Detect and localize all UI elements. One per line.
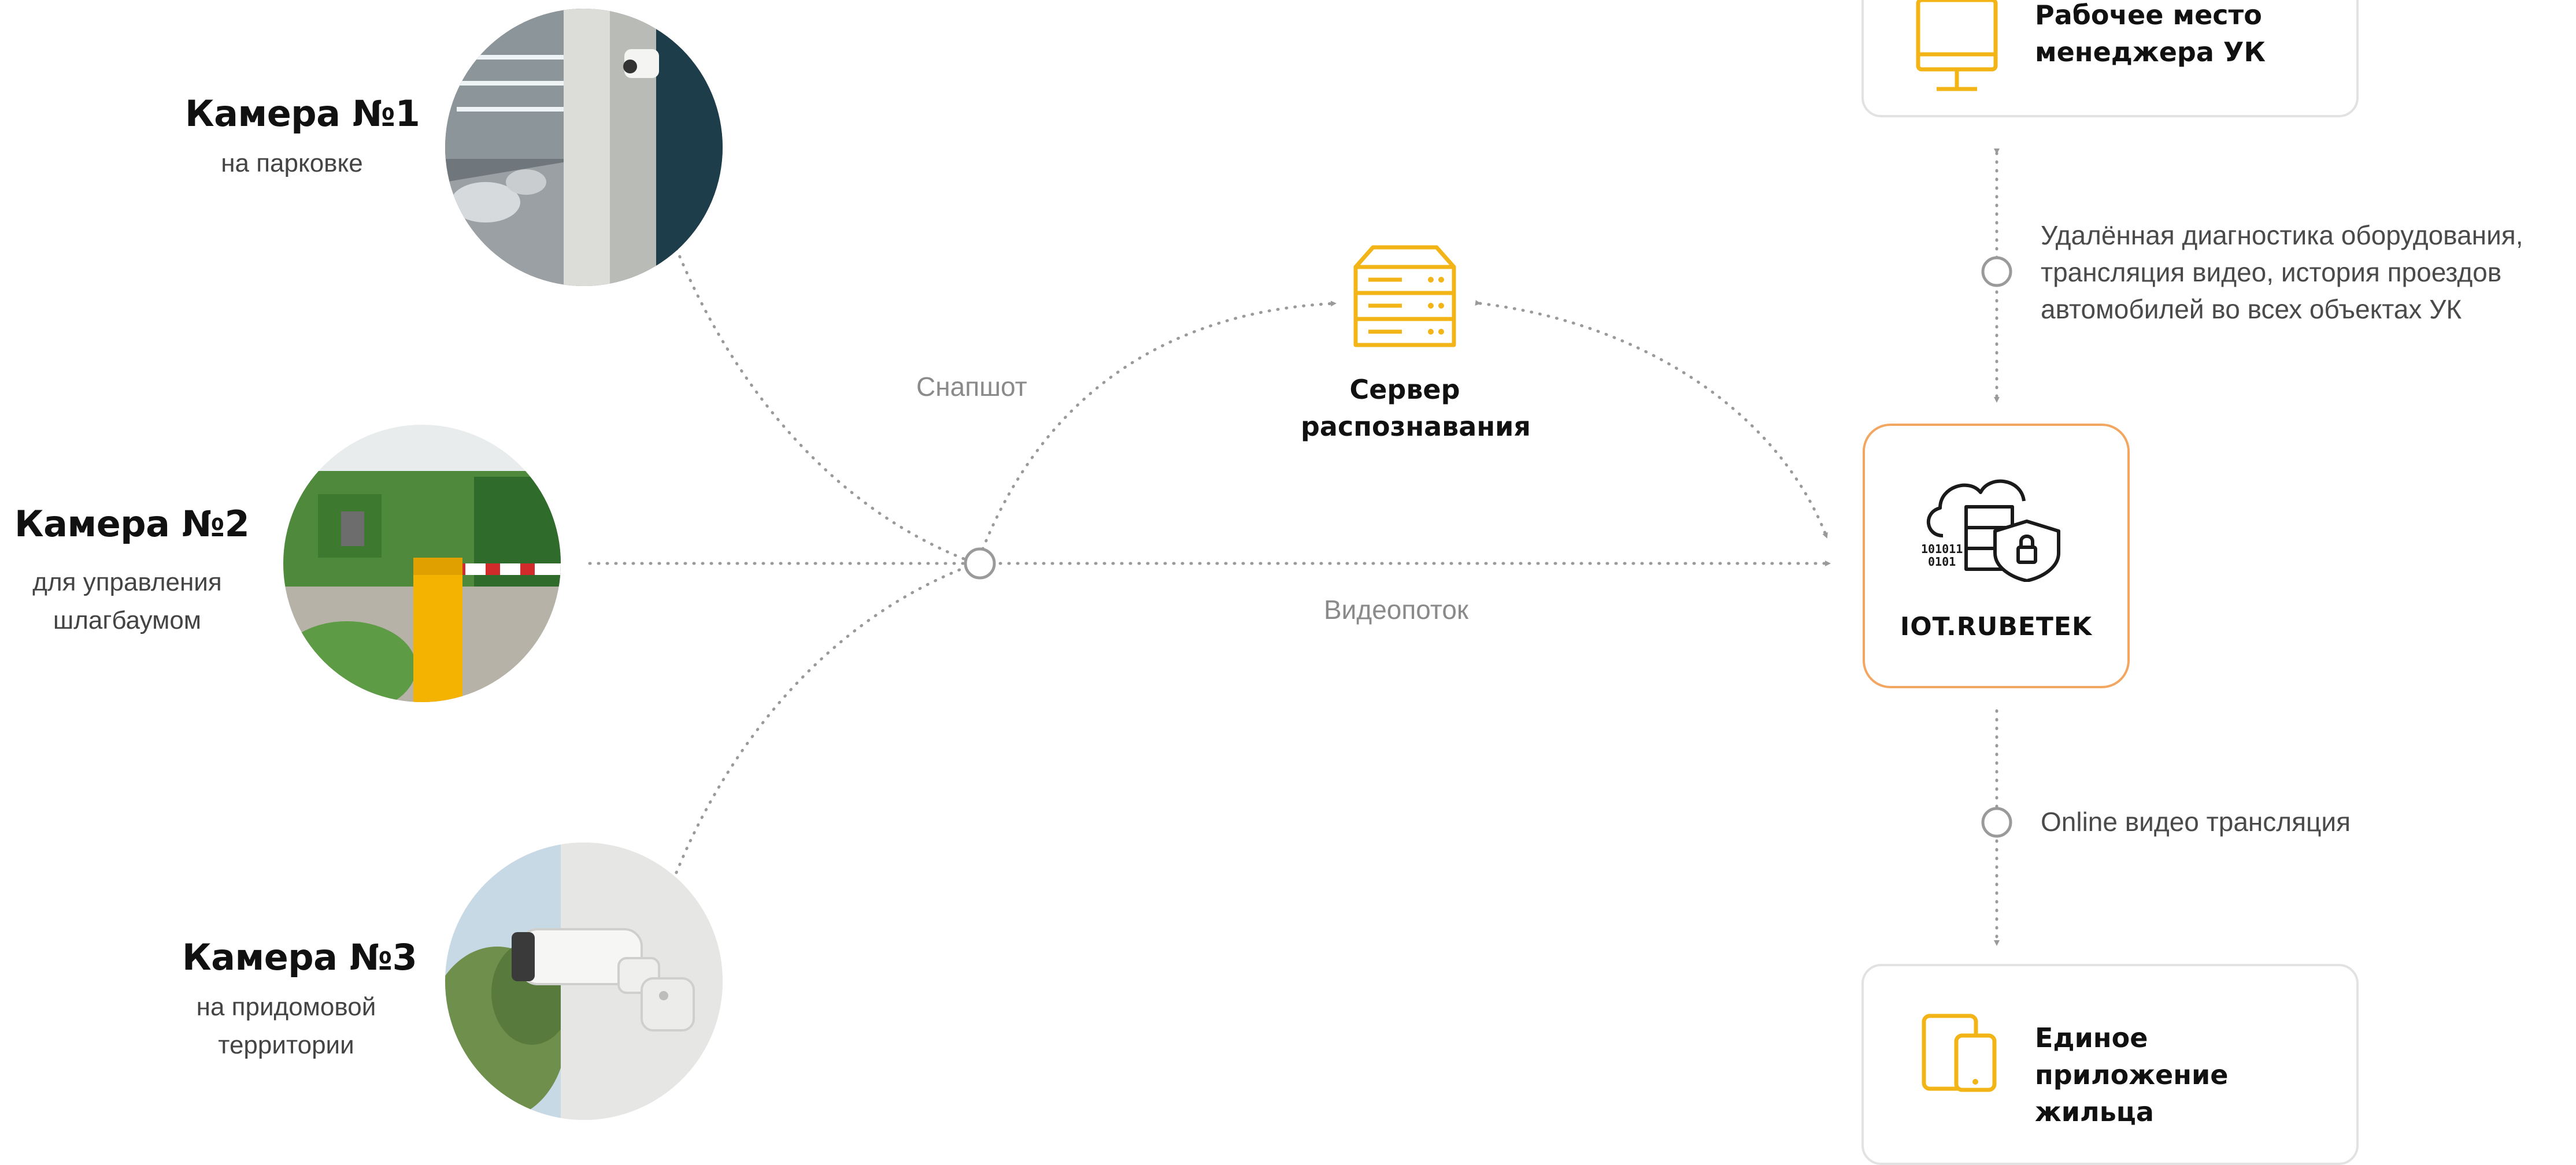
camera1-subtitle: на парковке xyxy=(221,149,363,177)
camera1-title: Камера №1 xyxy=(185,92,420,135)
server-icon xyxy=(1353,245,1456,347)
hub-label: IOT.RUBETEK xyxy=(1900,612,2093,641)
camera3-title: Камера №3 xyxy=(182,936,417,978)
resident-label: Единое приложение жильца xyxy=(2035,1022,2229,1127)
camera2-subtitle: для управления шлагбаумом xyxy=(32,568,222,635)
camera3-photo xyxy=(445,843,723,1120)
connector-to-server xyxy=(981,300,1337,551)
videostream-label: Видеопоток xyxy=(1324,595,1469,625)
svg-text:0101: 0101 xyxy=(1928,555,1956,569)
mobile-devices-icon xyxy=(1922,1014,1997,1092)
connector-server-hub xyxy=(1475,300,1829,539)
camera2-title: Камера №2 xyxy=(14,503,250,545)
resident-app-card: Единое приложение жильца xyxy=(1861,964,2359,1165)
connector-camera3 xyxy=(675,562,978,874)
resident-link-node xyxy=(1981,807,2012,838)
camera2-photo xyxy=(283,425,561,702)
manager-label: Рабочее место менеджера УК xyxy=(2035,0,2266,68)
camera1-photo xyxy=(445,9,723,286)
svg-text:101011: 101011 xyxy=(1921,542,1963,556)
server-label: Сервер распознавания xyxy=(1301,374,1531,442)
manager-workplace-card: Рабочее место менеджера УК xyxy=(1861,0,2359,117)
snapshot-label: Снапшот xyxy=(916,372,1027,402)
monitor-icon xyxy=(1916,0,1998,91)
iot-rubetek-hub: 101011 0101 IOT.RUBETEK xyxy=(1863,424,2130,688)
online-stream-label: Online видео трансляция xyxy=(2041,807,2351,837)
manager-link-node xyxy=(1981,256,2012,287)
connector-camera1 xyxy=(675,247,978,565)
remote-access-label: Удалённая диагностика оборудования, тран… xyxy=(2041,220,2523,324)
cloud-security-icon: 101011 0101 xyxy=(1921,479,2060,582)
recognition-server: Сервер распознавания xyxy=(1237,243,1572,451)
camera3-subtitle: на придомовой территории xyxy=(196,993,376,1059)
junction-node xyxy=(964,547,996,580)
